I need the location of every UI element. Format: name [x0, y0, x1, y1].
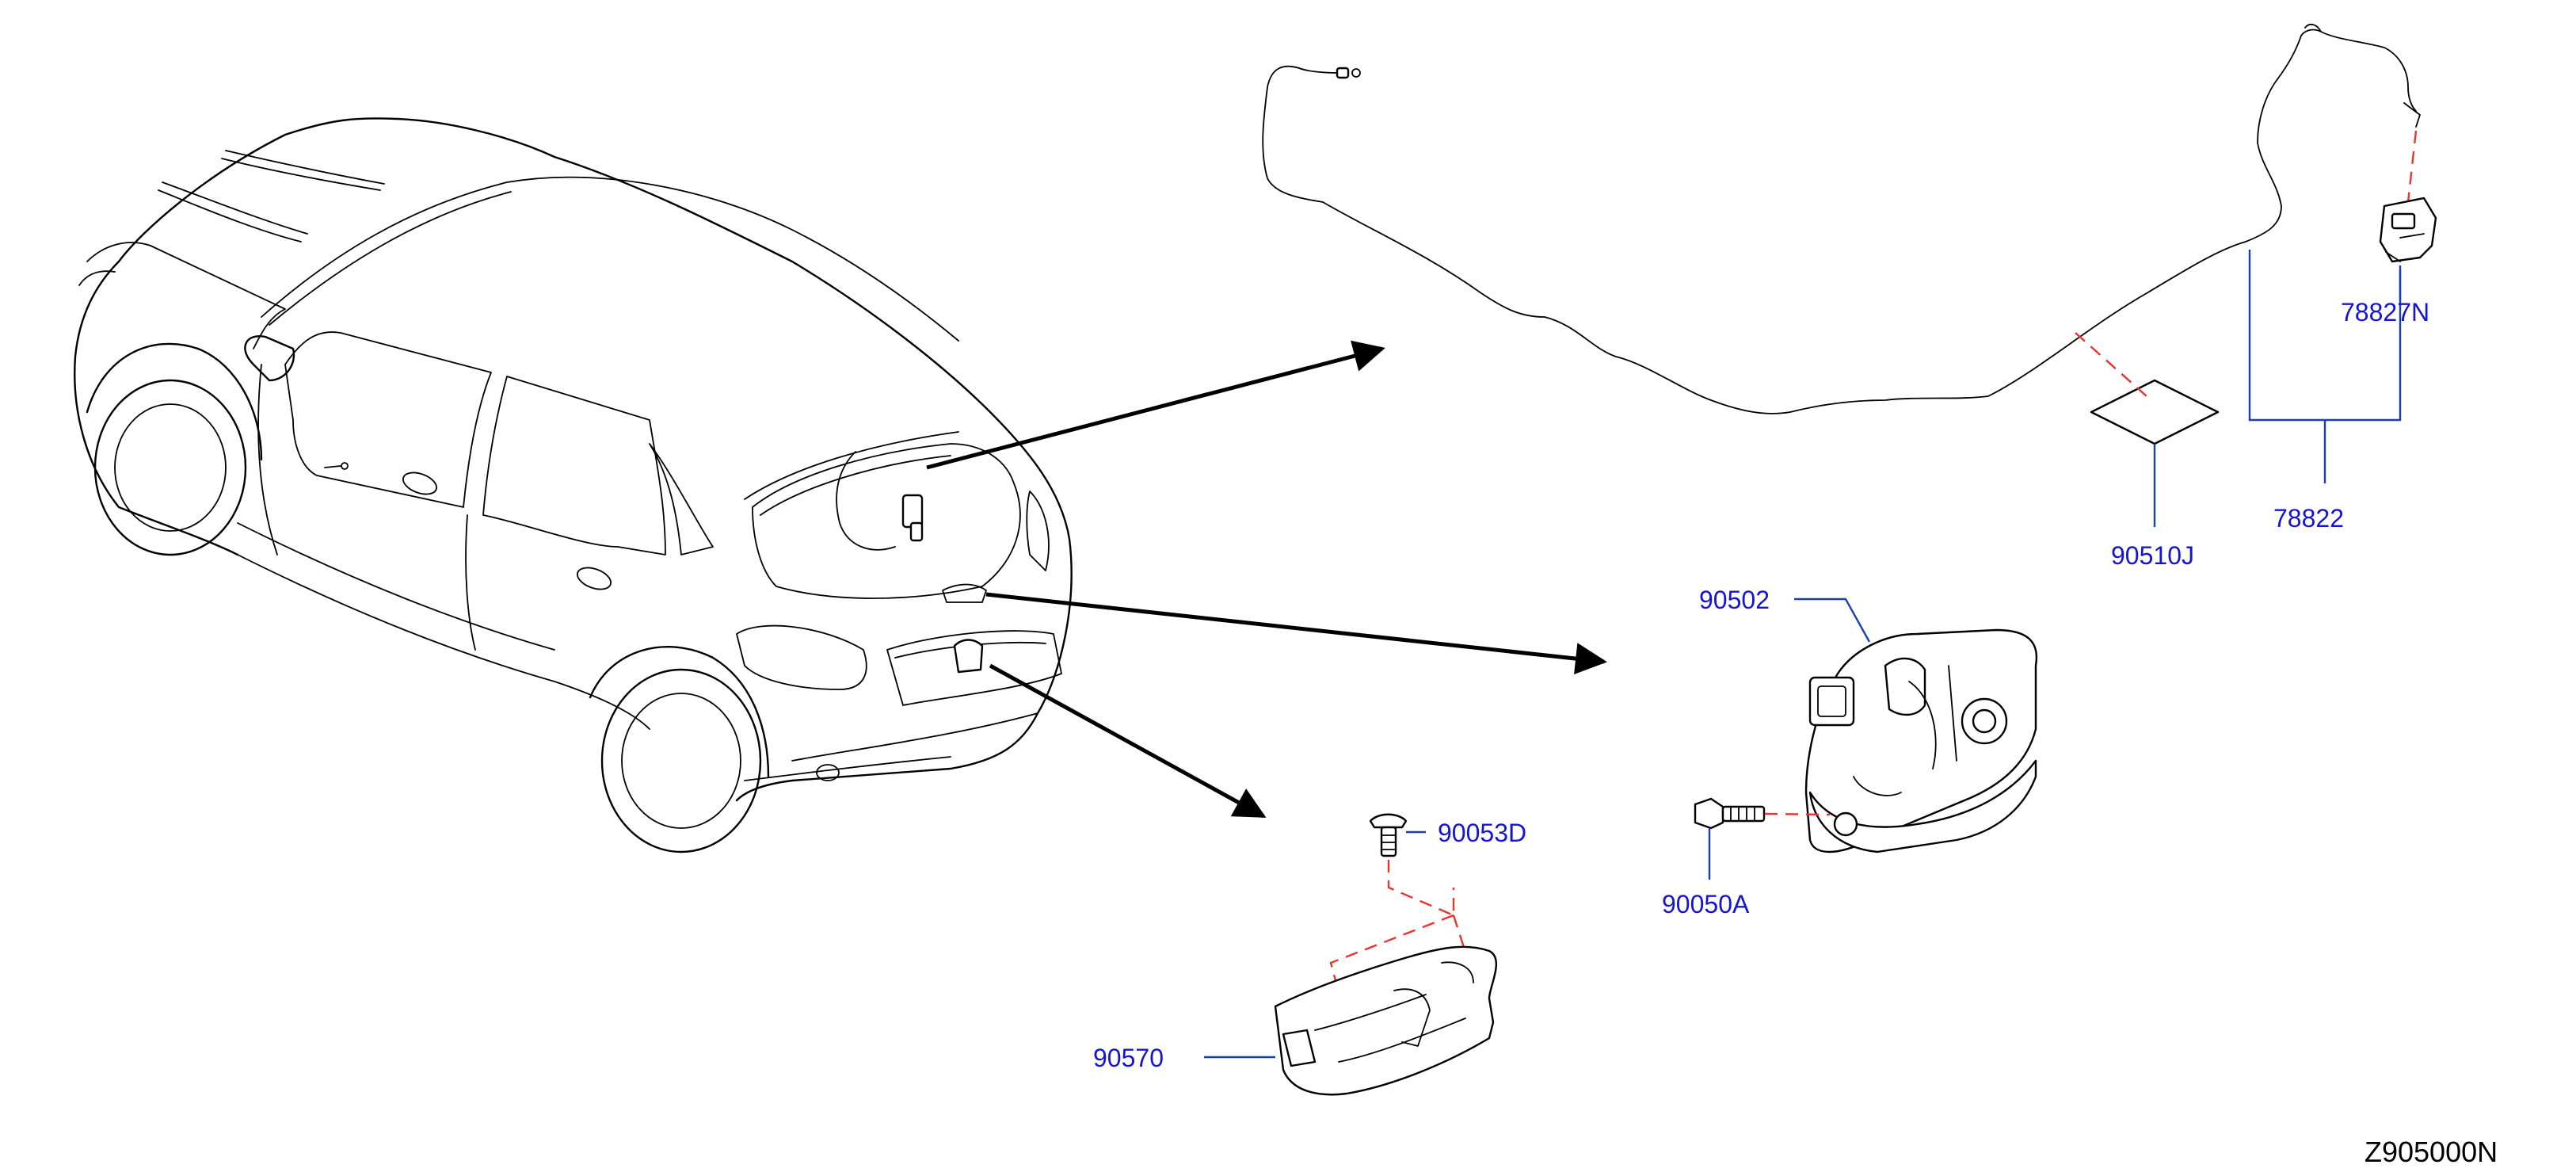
bolt-part: [1694, 797, 1831, 830]
arrow-to-handle: [989, 663, 1267, 819]
callout-90050A: 90050A: [1662, 890, 1750, 918]
foam-pad-part: [2090, 379, 2220, 445]
callout-90053D: 90053D: [1438, 819, 1526, 847]
arrow-to-lock-actuator: [985, 592, 1607, 674]
handle-part: [1274, 945, 1498, 1096]
callout-78822: 78822: [2273, 504, 2344, 533]
callout-90570: 90570: [1093, 1044, 1164, 1072]
vehicle-illustration: [74, 117, 1073, 853]
callout-90502: 90502: [1699, 586, 1770, 614]
callout-90510J: 90510J: [2111, 541, 2194, 570]
diagram-code: Z905000N: [2365, 1136, 2498, 1168]
lock-actuator-part: [1804, 628, 2038, 853]
arrow-to-cable-assembly: [926, 340, 1385, 470]
callout-78827N: 78827N: [2341, 298, 2429, 326]
leader-78822: [2248, 250, 2402, 483]
screw-part: [1369, 813, 1408, 857]
clip-part: [2379, 130, 2437, 263]
harness-cable: [1262, 23, 2421, 414]
leader-90502: [1794, 598, 1871, 643]
